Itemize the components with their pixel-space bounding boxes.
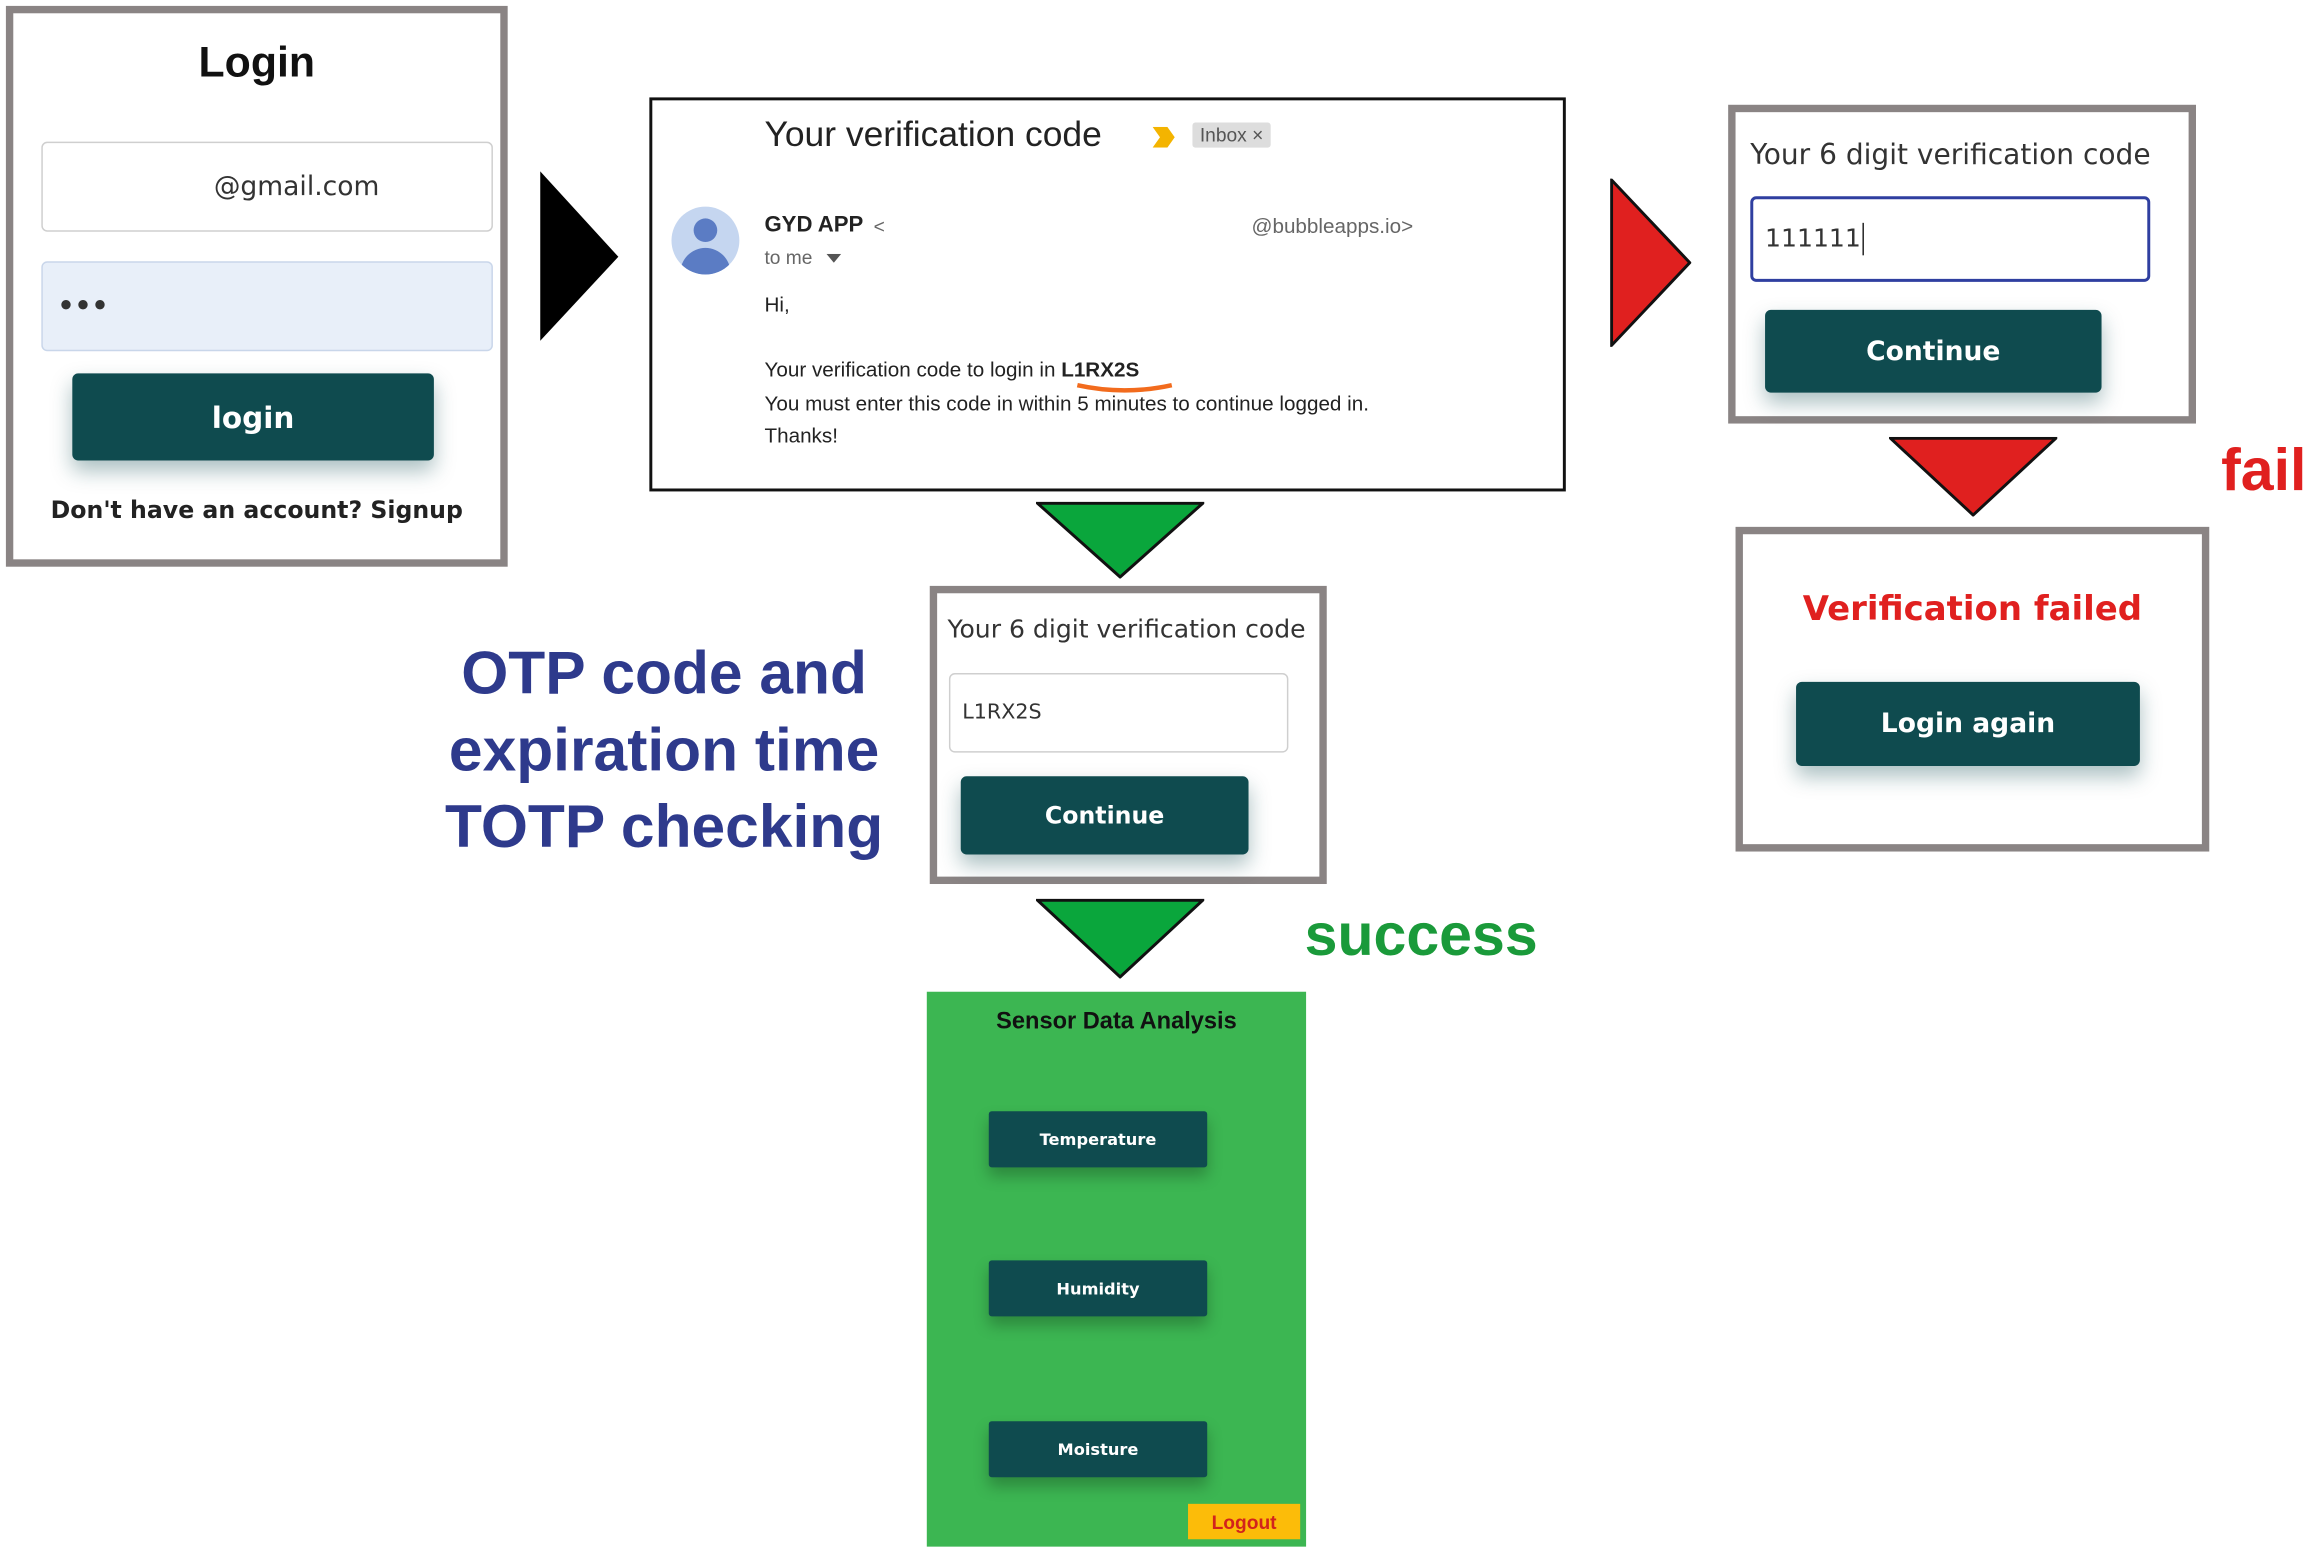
expiry-line: You must enter this code in within 5 min…	[764, 391, 1369, 415]
logout-button[interactable]: Logout	[1188, 1503, 1301, 1540]
sensor-panel-title: Sensor Data Analysis	[996, 1009, 1237, 1035]
login-again-button[interactable]: Login again	[1796, 681, 2140, 766]
moisture-label: Moisture	[1057, 1439, 1139, 1459]
login-button[interactable]: login	[72, 373, 434, 461]
success-otp-panel: Your 6 digit verification code L1RX2S Co…	[929, 585, 1327, 885]
arrow-fail-otp-to-failed	[1889, 436, 2058, 517]
verification-failed-panel: Verification failed Login again	[1735, 526, 2210, 852]
fail-otp-input-value: 111111	[1765, 224, 1861, 254]
humidity-button[interactable]: Humidity	[988, 1260, 1208, 1317]
arrow-otp-to-sensor	[1036, 898, 1205, 979]
avatar	[671, 206, 740, 275]
verification-failed-message: Verification failed	[1802, 590, 2143, 629]
email-value: @gmail.com	[213, 171, 380, 203]
otp-caption: OTP code and expiration time TOTP checki…	[421, 635, 908, 865]
arrow-email-to-fail-otp	[1610, 178, 1692, 347]
otp-caption-line3: TOTP checking	[444, 792, 884, 861]
arrow-login-to-email	[540, 171, 619, 341]
inbox-badge[interactable]: Inbox ×	[1192, 122, 1271, 148]
success-otp-label: Your 6 digit verification code	[947, 615, 1306, 645]
temperature-button[interactable]: Temperature	[988, 1111, 1208, 1168]
chevron-down-icon[interactable]	[826, 253, 842, 263]
success-continue-button[interactable]: Continue	[960, 776, 1249, 855]
verification-code: L1RX2S	[1061, 357, 1140, 381]
login-button-label: login	[211, 399, 295, 435]
otp-caption-line2: expiration time	[448, 715, 880, 784]
success-label: success	[1304, 903, 1538, 969]
email-field[interactable]: @gmail.com	[41, 141, 493, 232]
otp-caption-line1: OTP code and	[461, 639, 867, 707]
logout-label: Logout	[1211, 1510, 1277, 1533]
password-value: •••	[57, 290, 109, 322]
arrow-email-to-otp-shape	[1036, 501, 1205, 579]
moisture-button[interactable]: Moisture	[988, 1421, 1208, 1478]
fail-otp-input[interactable]: 111111	[1750, 196, 2151, 282]
greeting: Hi,	[764, 292, 790, 316]
fail-otp-label: Your 6 digit verification code	[1750, 138, 2151, 172]
fail-continue-button[interactable]: Continue	[1765, 309, 2102, 393]
code-line: Your verification code to login in L1RX2…	[764, 357, 1139, 381]
code-underline	[1076, 383, 1173, 393]
recipient-to-me[interactable]: to me	[764, 246, 813, 269]
fail-continue-label: Continue	[1866, 335, 2001, 367]
login-title: Login	[198, 39, 316, 88]
email-panel: Your verification code Inbox × GYD APP <…	[649, 97, 1566, 492]
login-panel: Login @gmail.com ••• login Don't have an…	[5, 5, 508, 567]
fail-label: fail	[2221, 438, 2307, 504]
login-again-label: Login again	[1880, 708, 2056, 740]
success-otp-input-value: L1RX2S	[962, 701, 1042, 725]
sender-name: GYD APP	[764, 212, 864, 238]
importance-marker-icon	[1152, 126, 1175, 148]
thanks-line: Thanks!	[764, 423, 838, 448]
humidity-label: Humidity	[1056, 1278, 1140, 1298]
avatar-body	[680, 247, 731, 275]
signup-link[interactable]: Don't have an account? Signup	[50, 495, 463, 524]
temperature-label: Temperature	[1039, 1129, 1157, 1149]
code-line-prefix: Your verification code to login in	[764, 357, 1062, 381]
text-caret	[1862, 222, 1864, 256]
sender-domain: @bubbleapps.io>	[1251, 213, 1414, 238]
arrow-fail-otp-to-failed-shape	[1889, 436, 2058, 517]
arrow-email-to-fail-otp-shape	[1610, 178, 1692, 347]
sender-lt: <	[873, 215, 885, 238]
fail-otp-panel: Your 6 digit verification code 111111 Co…	[1728, 104, 2196, 424]
email-subject: Your verification code	[764, 115, 1102, 155]
arrow-email-to-otp	[1036, 501, 1205, 579]
arrow-login-to-email-shape	[540, 171, 619, 341]
arrow-otp-to-sensor-shape	[1036, 898, 1205, 979]
avatar-head	[693, 218, 718, 243]
success-continue-label: Continue	[1044, 801, 1165, 830]
password-field[interactable]: •••	[41, 261, 493, 352]
sensor-data-panel: Sensor Data Analysis Temperature Humidit…	[926, 991, 1307, 1547]
success-otp-input[interactable]: L1RX2S	[948, 672, 1289, 753]
